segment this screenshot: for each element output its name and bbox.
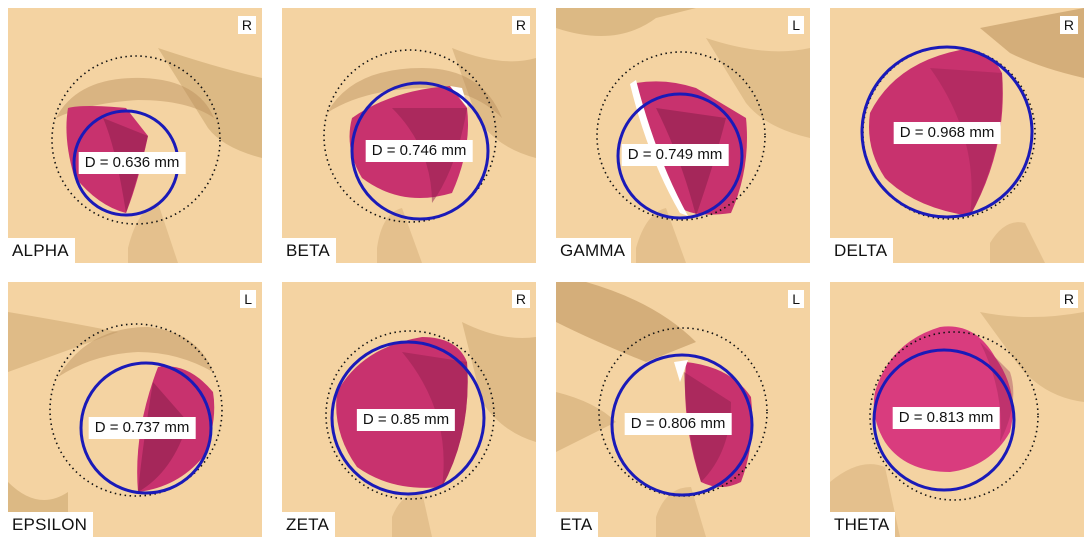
fitted-circle: [616, 92, 744, 220]
vessel-render: [556, 282, 810, 537]
side-label: R: [1059, 290, 1078, 308]
side-label: R: [511, 290, 530, 308]
outer-dotted-circle: [862, 46, 1036, 220]
panel-epsilon: L D = 0.737 mm EPSILON: [8, 282, 262, 537]
panel-name: ETA: [556, 512, 599, 537]
vessel-render: [282, 8, 536, 263]
vessel-render: [8, 282, 262, 537]
vessel-render: [8, 8, 262, 263]
panel-name: BETA: [282, 238, 336, 263]
diameter-label: D = 0.749 mm: [621, 144, 729, 166]
fitted-circle: [860, 45, 1034, 219]
fitted-circle: [610, 353, 754, 497]
panel-beta: R D = 0.746 mm BETA: [282, 8, 536, 263]
vessel-render: [830, 8, 1084, 263]
panel-name: DELTA: [830, 238, 894, 263]
diameter-label: D = 0.806 mm: [624, 413, 732, 435]
fitted-circle: [330, 340, 486, 496]
panel-name: ZETA: [282, 512, 335, 537]
side-label: R: [1059, 16, 1078, 34]
side-label: L: [240, 290, 256, 308]
outer-dotted-circle: [325, 330, 495, 500]
fitted-circle: [872, 348, 1016, 492]
side-label: L: [788, 16, 804, 34]
outer-dotted-circle: [596, 51, 766, 221]
panel-eta: L D = 0.806 mm ETA: [556, 282, 810, 537]
panel-zeta: R D = 0.85 mm ZETA: [282, 282, 536, 537]
diameter-label: D = 0.737 mm: [88, 417, 196, 439]
diameter-label: D = 0.746 mm: [365, 140, 473, 162]
outer-dotted-circle: [598, 327, 768, 497]
panel-alpha: R D = 0.636 mm ALPHA: [8, 8, 262, 263]
fitted-circle: [350, 81, 490, 221]
side-label: R: [511, 16, 530, 34]
vessel-render: [556, 8, 810, 263]
membrane-shape: [873, 326, 1013, 472]
outer-dotted-circle: [49, 323, 223, 497]
panel-delta: R D = 0.968 mm DELTA: [830, 8, 1084, 263]
diameter-label: D = 0.968 mm: [893, 122, 1001, 144]
side-label: R: [237, 16, 256, 34]
diameter-label: D = 0.85 mm: [356, 409, 456, 431]
panel-name: THETA: [830, 512, 896, 537]
side-label: L: [788, 290, 804, 308]
panel-name: EPSILON: [8, 512, 94, 537]
panel-name: ALPHA: [8, 238, 75, 263]
outer-dotted-circle: [323, 49, 497, 223]
diameter-label: D = 0.813 mm: [892, 407, 1000, 429]
outer-dotted-circle: [869, 331, 1039, 501]
fitted-circle: [79, 361, 213, 495]
panel-theta: R D = 0.813 mm THETA: [830, 282, 1084, 537]
panel-gamma: L D = 0.749 mm GAMMA: [556, 8, 810, 263]
panel-name: GAMMA: [556, 238, 632, 263]
diameter-label: D = 0.636 mm: [78, 152, 186, 174]
outer-dotted-circle: [51, 55, 221, 225]
